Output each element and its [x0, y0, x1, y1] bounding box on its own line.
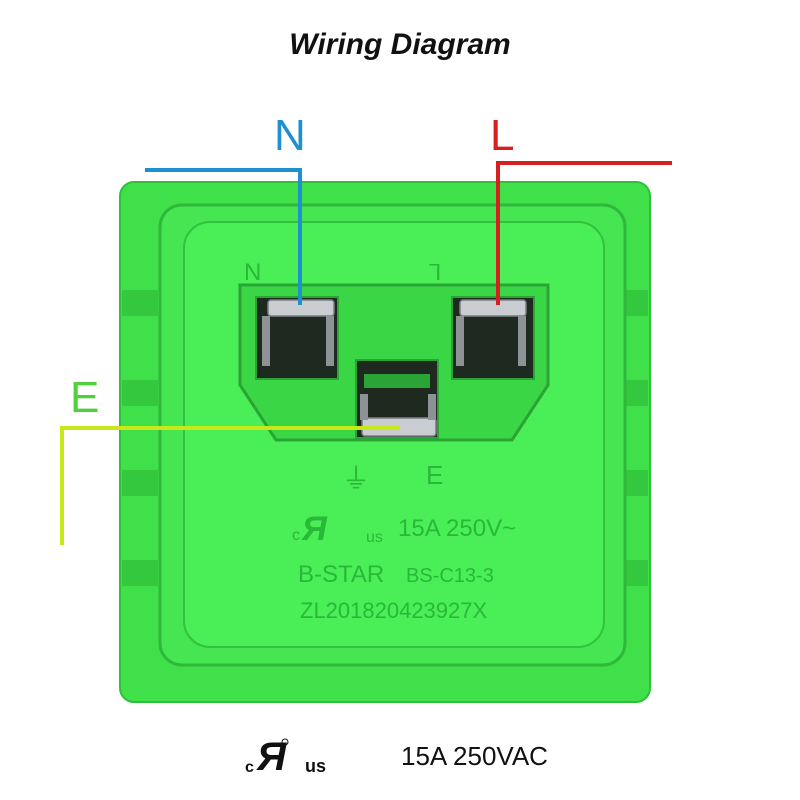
diagram-title: Wiring Diagram — [289, 28, 511, 61]
neutral-wire — [145, 168, 302, 305]
molded-earth-mark: ⏚ — [342, 463, 370, 494]
cur-us-certification-logo: c Я us — [245, 736, 326, 776]
molded-patent: ZL201820423927X — [300, 598, 487, 623]
footer-cert-c: c — [245, 759, 254, 776]
molded-rating: 15A 250V~ — [398, 515, 516, 542]
neutral-contact — [255, 296, 339, 380]
footer: c Я us 15A 250VAC — [245, 736, 548, 776]
footer-rating: 15A 250VAC — [401, 740, 548, 771]
live-contact — [451, 296, 535, 380]
footer-cert-us: us — [305, 756, 326, 776]
molded-model: BS-C13-3 — [406, 565, 494, 587]
neutral-wire-label: N — [274, 111, 306, 160]
molded-live-mark: ᒣ — [428, 260, 441, 285]
earth-wire-label: E — [70, 373, 99, 422]
molded-e-mark: E — [426, 460, 443, 490]
molded-neutral-mark: N — [244, 259, 261, 286]
molded-cert-us: us — [366, 529, 383, 546]
molded-brand: B-STAR — [298, 561, 384, 588]
live-wire-label: L — [490, 111, 514, 160]
molded-ur-mark: Я — [301, 510, 328, 548]
live-wire — [496, 161, 672, 305]
earth-wire — [60, 426, 400, 545]
earth-contact — [355, 359, 439, 439]
molded-cert-c: c — [292, 527, 300, 544]
